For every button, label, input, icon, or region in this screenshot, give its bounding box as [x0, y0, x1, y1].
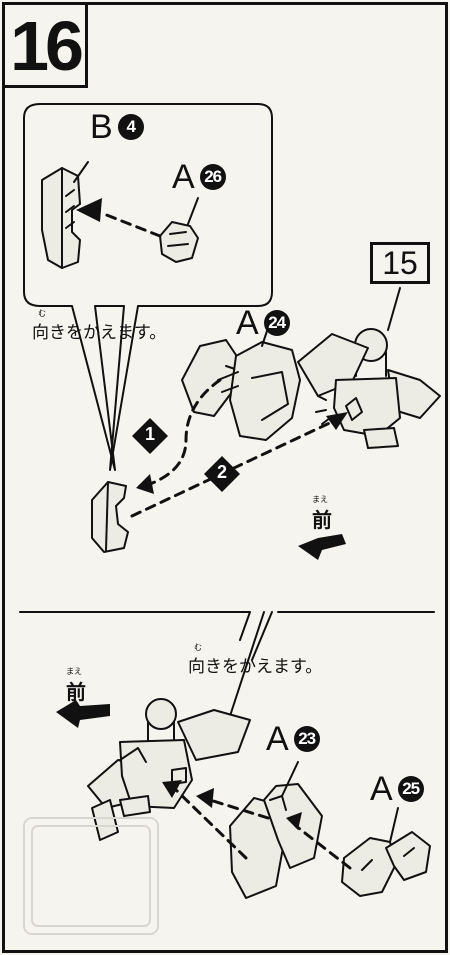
turn-note-ruby-2: む — [194, 643, 202, 652]
part-a24-drawing — [181, 339, 301, 441]
part-number-badge: 26 — [199, 164, 226, 190]
seq-marker-2 — [204, 456, 240, 492]
part-a25-drawing — [341, 831, 431, 897]
faded-stamp — [23, 817, 159, 935]
arrow-a23-1 — [208, 798, 270, 820]
arrow-a25 — [294, 824, 352, 870]
part-letter: A — [236, 304, 259, 342]
part-letter: B — [90, 108, 113, 146]
ref-step-box: 15 — [370, 242, 430, 284]
part-number-badge: 23 — [293, 726, 320, 752]
part-a26-drawing — [159, 221, 199, 263]
part-b4-placed-drawing — [91, 481, 129, 553]
seq-marker-1 — [132, 418, 168, 454]
front-arrow-2 — [56, 700, 110, 728]
front-ruby-1: まえ — [312, 495, 328, 504]
seq-marker-1-label: 1 — [144, 424, 155, 444]
turn-note-1: 向きをかえます。 — [32, 323, 167, 343]
seq-marker-2-label: 2 — [216, 462, 227, 482]
ref-step-number: 15 — [382, 245, 418, 281]
part-number-badge: 25 — [397, 776, 424, 802]
part-letter: A — [370, 770, 393, 808]
step-number: 16 — [10, 7, 84, 85]
front-label-2: 前 — [66, 680, 86, 704]
part-number-badge: 24 — [263, 310, 290, 336]
part-b4-drawing — [41, 167, 81, 269]
turn-note-2: 向きをかえます。 — [188, 657, 323, 677]
section-divider — [19, 611, 435, 641]
arrow-1-path — [148, 378, 222, 486]
front-label-1: 前 — [312, 508, 332, 532]
turn-note-ruby-1: む — [38, 309, 46, 318]
arrow-inset-path — [102, 212, 162, 238]
part-letter: A — [172, 158, 195, 196]
part-a23-drawing — [229, 783, 323, 899]
arrow-a23-2 — [174, 788, 248, 860]
part-number-badge: 4 — [117, 114, 144, 140]
front-ruby-2: まえ — [66, 667, 82, 676]
step15-assembly-drawing — [297, 328, 441, 449]
step-number-box: 16 — [2, 2, 88, 88]
front-arrow-1 — [298, 534, 346, 560]
callout-bubble — [23, 103, 273, 471]
part-letter: A — [266, 720, 289, 758]
